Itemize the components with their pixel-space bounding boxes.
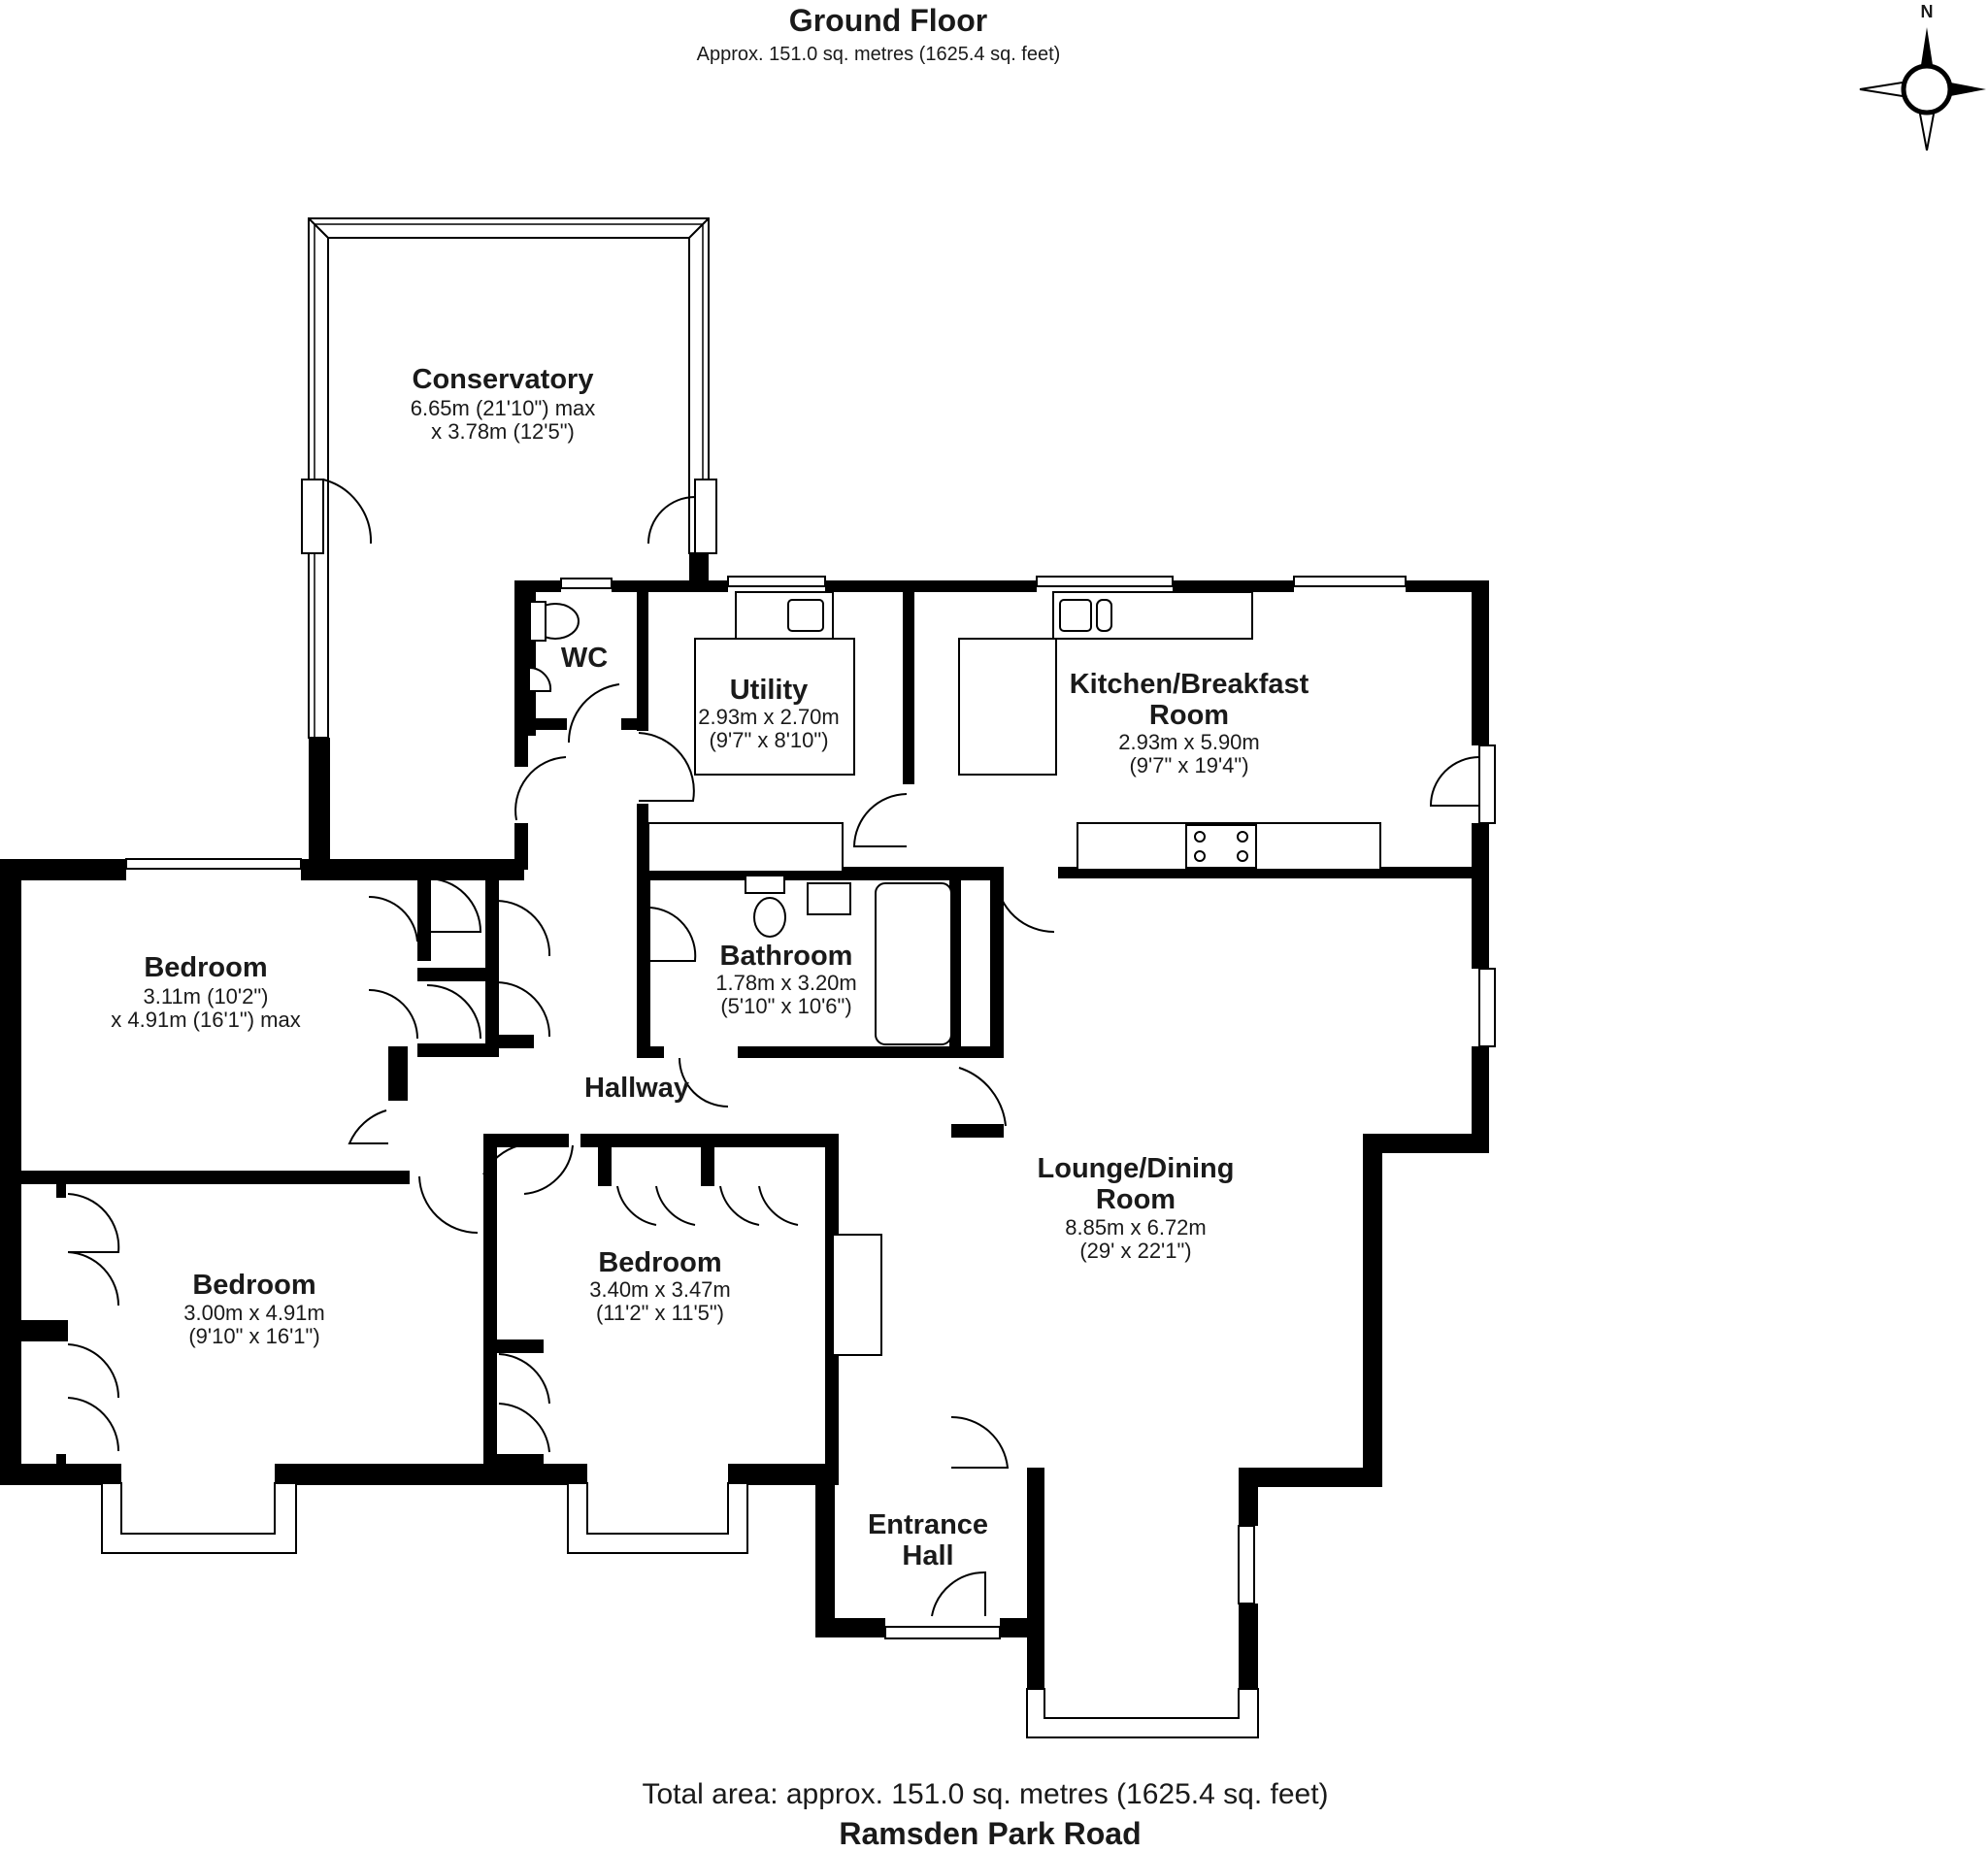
room-label-kitchen: Kitchen/Breakfast Room 2.93m x 5.90m (9'… <box>1070 669 1309 777</box>
wc-name: WC <box>561 643 608 674</box>
bedroom-1-name: Bedroom <box>144 952 267 983</box>
conservatory-dim-1: 6.65m (21'10") max <box>411 396 596 420</box>
property-address: Ramsden Park Road <box>839 1816 1141 1851</box>
entrance-name-1: Entrance <box>868 1509 988 1540</box>
room-label-lounge: Lounge/Dining Room 8.85m x 6.72m (29' x … <box>1038 1153 1235 1263</box>
kitchen-name-2: Room <box>1149 700 1229 731</box>
bedroom-3-dim-2: (11'2" x 11'5") <box>596 1301 724 1325</box>
bathroom-name: Bathroom <box>720 941 853 972</box>
bedroom-1-dim-1: 3.11m (10'2") <box>144 984 269 1009</box>
entrance-name-2: Hall <box>902 1540 953 1571</box>
kitchen-dim-2: (9'7" x 19'4") <box>1129 753 1248 777</box>
room-label-bedroom-2: Bedroom 3.00m x 4.91m (9'10" x 16'1") <box>183 1270 325 1348</box>
bedroom-2-dim-1: 3.00m x 4.91m <box>183 1301 325 1325</box>
room-label-hallway: Hallway <box>584 1073 689 1104</box>
bedroom-2-name: Bedroom <box>192 1270 315 1301</box>
doors <box>67 683 1480 1617</box>
conservatory-dim-2: x 3.78m (12'5") <box>431 419 575 444</box>
room-label-bathroom: Bathroom 1.78m x 3.20m (5'10" x 10'6") <box>715 941 857 1018</box>
compass-north-label: N <box>1921 2 1934 21</box>
kitchen-name-1: Kitchen/Breakfast <box>1070 669 1309 700</box>
bedroom-3-dim-1: 3.40m x 3.47m <box>589 1277 731 1302</box>
room-label-bedroom-1: Bedroom 3.11m (10'2") x 4.91m (16'1") ma… <box>111 952 300 1032</box>
bedroom-3-name: Bedroom <box>598 1247 721 1278</box>
plan-subtitle: Approx. 151.0 sq. metres (1625.4 sq. fee… <box>697 44 1061 65</box>
room-label-conservatory: Conservatory 6.65m (21'10") max x 3.78m … <box>411 364 596 444</box>
conservatory-frame <box>301 217 717 874</box>
bedroom-1-dim-2: x 4.91m (16'1") max <box>111 1008 300 1032</box>
utility-dim-2: (9'7" x 8'10") <box>709 728 828 752</box>
conservatory-name: Conservatory <box>413 364 594 395</box>
room-label-wc: WC <box>561 643 608 674</box>
bathroom-dim-1: 1.78m x 3.20m <box>715 971 857 995</box>
plan-title: Ground Floor <box>789 3 987 38</box>
room-label-bedroom-3: Bedroom 3.40m x 3.47m (11'2" x 11'5") <box>589 1247 731 1325</box>
total-area: Total area: approx. 151.0 sq. metres (16… <box>642 1778 1328 1810</box>
exterior-walls <box>0 580 1489 1689</box>
bedroom-2-dim-2: (9'10" x 16'1") <box>188 1324 319 1348</box>
windows <box>101 576 1496 1738</box>
hallway-name: Hallway <box>584 1073 689 1104</box>
bathroom-dim-2: (5'10" x 10'6") <box>720 994 851 1018</box>
lounge-name-2: Room <box>1096 1184 1176 1215</box>
fixtures <box>528 591 1381 1356</box>
room-label-entrance-hall: Entrance Hall <box>868 1509 988 1571</box>
lounge-dim-2: (29' x 22'1") <box>1079 1239 1191 1263</box>
north-compass-icon: N <box>1859 2 1986 151</box>
utility-name: Utility <box>730 675 809 706</box>
lounge-name-1: Lounge/Dining <box>1038 1153 1235 1184</box>
kitchen-dim-1: 2.93m x 5.90m <box>1118 730 1260 754</box>
utility-dim-1: 2.93m x 2.70m <box>698 705 840 729</box>
lounge-dim-1: 8.85m x 6.72m <box>1065 1215 1207 1240</box>
room-label-utility: Utility 2.93m x 2.70m (9'7" x 8'10") <box>698 675 840 752</box>
